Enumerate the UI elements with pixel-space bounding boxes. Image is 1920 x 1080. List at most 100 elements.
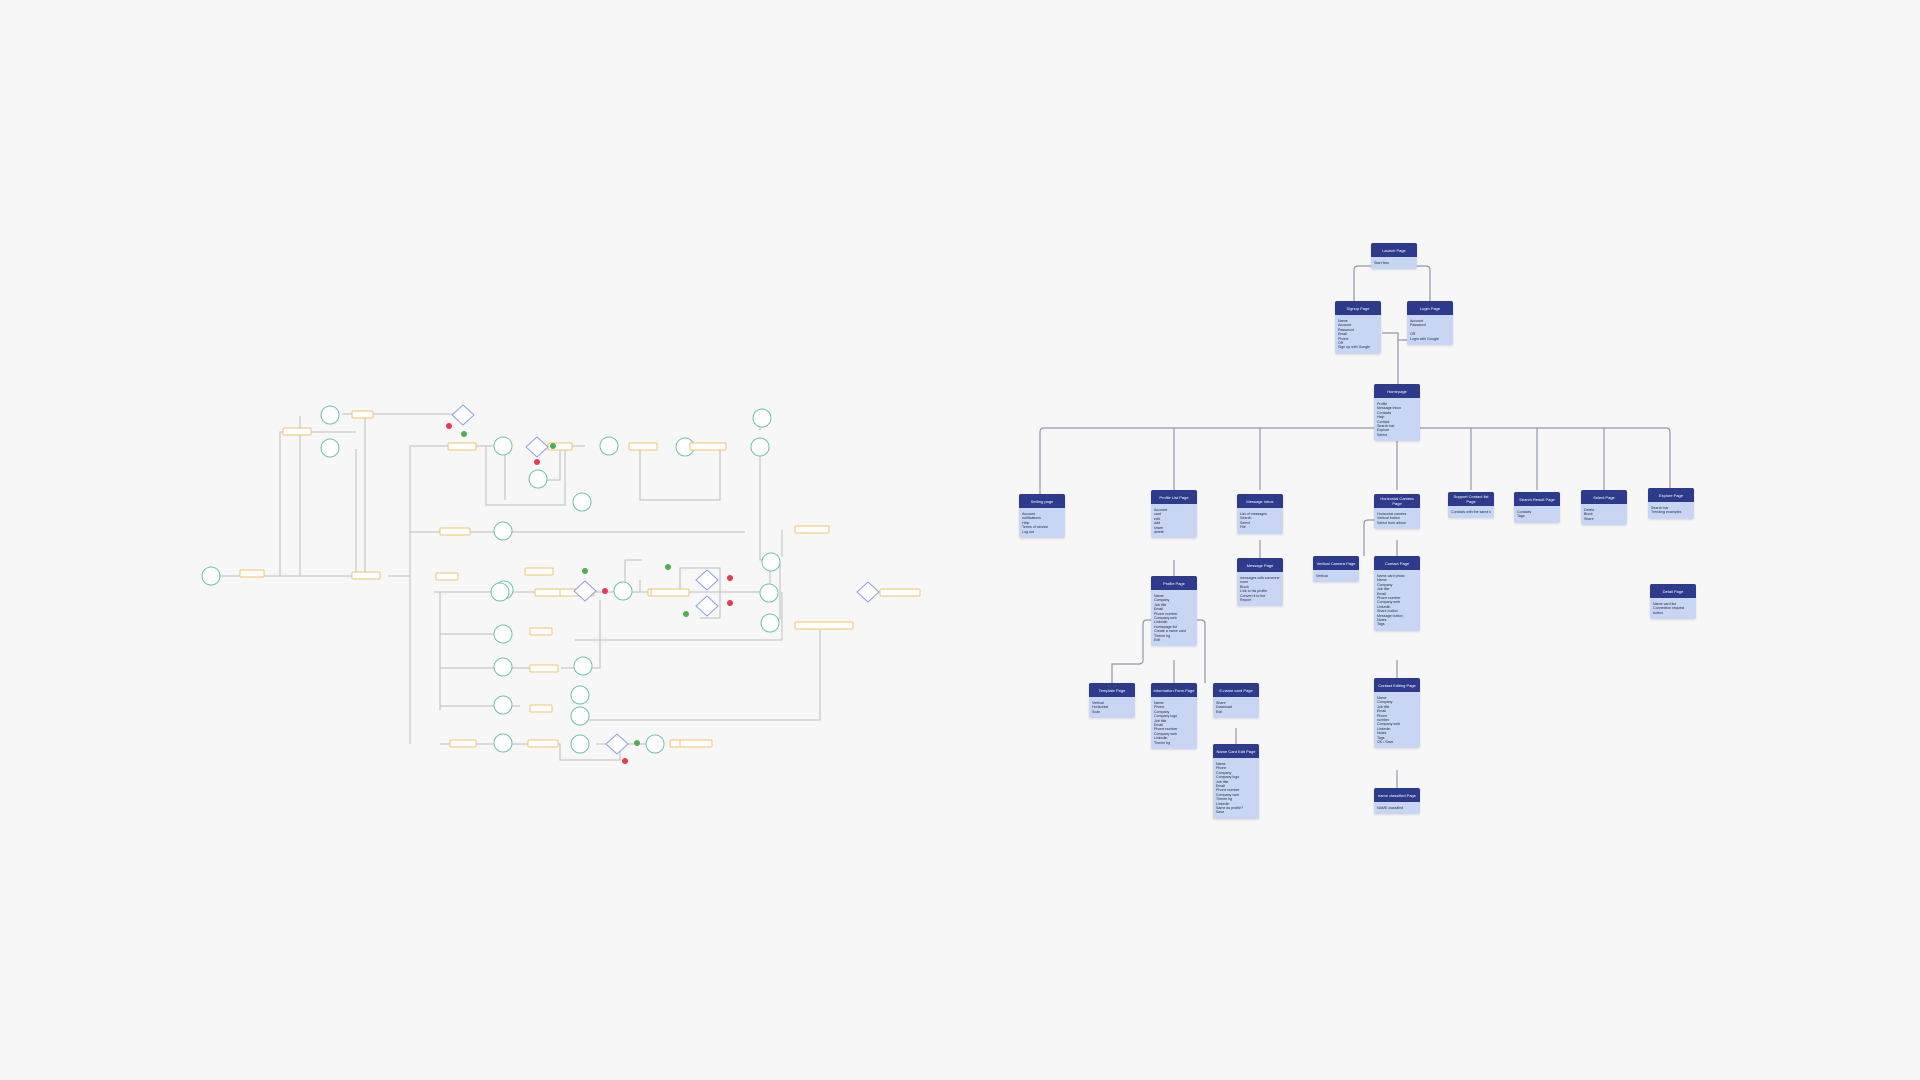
sitemap-node-item: Create a name card [1154,629,1186,634]
sitemap-node-item: Company web [1377,722,1400,727]
sitemap-node-item: NAME classified [1377,806,1404,810]
sitemap-node-item: Job title [1154,718,1167,723]
sitemap-node-item: Message button [1377,613,1403,618]
flow-circle-node [570,706,590,726]
flow-circle-node [761,552,781,572]
flow-step-node [527,739,559,748]
sitemap-node-item: Share button [1377,609,1398,614]
sitemap-node-item: Vertical [1092,701,1104,705]
sitemap-node-item: Select [1240,520,1250,525]
sitemap-node-title: Launch Page [1371,243,1417,257]
flow-step-node [239,569,265,578]
flow-connector [624,559,642,592]
sitemap-node-item: Company web [1154,616,1177,621]
sitemap-node-item: Linkedin [1154,736,1168,741]
flow-yes-dot [582,568,588,574]
flow-connector [410,445,506,500]
sitemap-node-item: Block [1240,584,1249,589]
flow-circle-node [493,624,513,644]
sitemap-node-item: Contact [1377,419,1390,424]
flow-circle-node [750,437,770,457]
flow-circle-node [759,583,779,603]
sitemap-node-title: Search Result Page [1514,492,1560,506]
flow-decision-node [856,581,880,603]
sitemap-node-item: Block [1584,512,1593,517]
sitemap-node-item: Explore [1377,428,1390,433]
sitemap-node-item: Start flow [1374,261,1389,265]
sitemap-node-item: Terms of service [1022,525,1049,530]
flow-step-node [351,410,374,419]
flow-step-node [794,525,830,534]
sitemap-node-item: Company [1154,709,1170,714]
sitemap-node-item: Phone [1338,336,1349,341]
sitemap-node-item: Phone number [1154,611,1178,616]
sitemap-node-item: Company web [1216,792,1239,797]
sitemap-node-item: Log out [1022,529,1034,534]
sitemap-node-item: Help [1022,520,1030,525]
connector-line [1382,332,1399,384]
sitemap-node-item: Job title [1377,587,1390,592]
flow-circle-node [493,695,513,715]
sitemap-node-item: Phone number [1216,788,1240,793]
sitemap-node-item: Email [1216,784,1225,789]
sitemap-node-item: Phone [1216,766,1227,771]
sitemap-node-item: Contacts [1377,410,1392,415]
sitemap-node-item: Select [1377,432,1387,437]
sitemap-node-title: Select Page [1581,490,1627,504]
sitemap-node-item: Password [1410,323,1426,328]
sitemap-node-title: Horizontal Camera Page [1374,494,1420,508]
sitemap-node-item: button [1653,610,1663,615]
sitemap-node-title: Message Page [1237,558,1283,572]
sitemap-node-item: Company [1377,700,1393,705]
flow-connector [700,592,721,619]
flow-circle-node [493,733,513,753]
connector-line [1363,519,1374,556]
flow-no-dot [622,758,628,764]
sitemap-node-item: Job title [1377,704,1390,709]
sitemap-node-item: Company [1216,770,1232,775]
flow-step-node [449,739,477,748]
sitemap-node-title: Message Inbox [1237,494,1283,508]
sitemap-node-title: E-name card Page [1213,683,1259,697]
sitemap-node-item: Account [1022,512,1035,516]
connector-line [1197,619,1206,683]
sitemap-node-item: Message inbox [1377,406,1402,411]
sitemap-node-title: Login Page [1407,301,1453,315]
flow-decision-node [451,404,475,426]
flow-step-node [879,588,921,597]
sitemap-node-title: Template Page [1089,683,1135,697]
flow-circle-node [320,405,340,425]
sitemap-node-item: Notes [1377,618,1387,623]
sitemap-node-item: Phone number [1154,727,1178,732]
sitemap-node-title: Information Form Page [1151,683,1197,697]
sitemap-node-item: Tags [1377,735,1385,740]
sitemap-node-title: Homepage [1374,384,1420,398]
flow-connector [485,446,566,506]
sitemap-node-item: Name [1377,696,1387,700]
sitemap-node-item: Vertical [1316,574,1328,578]
sitemap-node-item: Theme bg [1154,740,1171,745]
sitemap-node-body: Start flow [1371,257,1417,270]
sitemap-node-item: OR [1410,332,1416,337]
flow-circle-node [528,469,548,489]
sitemap-node-item: Name [1216,762,1226,766]
flow-no-dot [602,588,608,594]
flow-circle-node [490,582,510,602]
sitemap-node-item: Convert it to the [1240,593,1266,598]
sitemap-node-item: edit [1154,516,1160,521]
sitemap-node-item: Scan [1092,709,1101,714]
sitemap-node-item: Theme bg [1154,633,1171,638]
